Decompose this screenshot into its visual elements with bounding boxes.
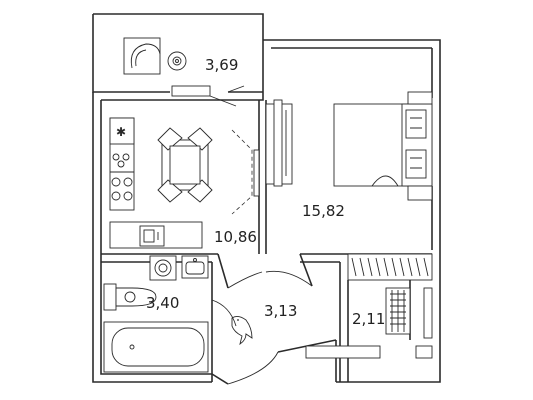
wardrobe bbox=[347, 253, 433, 281]
bedroom-furniture bbox=[265, 91, 433, 281]
toilet-icon bbox=[103, 283, 157, 311]
balcony-furniture bbox=[123, 37, 187, 75]
hallway-furniture bbox=[231, 315, 433, 359]
storage-area-label: 2,11 bbox=[352, 310, 385, 328]
doors bbox=[211, 253, 337, 385]
kitchen-area-label: 10,86 bbox=[214, 228, 257, 246]
svg-text:✱: ✱ bbox=[116, 125, 126, 139]
dining-table-icon bbox=[157, 127, 213, 203]
armchair-icon bbox=[123, 37, 161, 75]
sink-icon bbox=[139, 225, 165, 247]
balcony-door bbox=[171, 85, 245, 107]
dolphin-icon bbox=[231, 315, 253, 346]
storage-fixtures bbox=[385, 287, 433, 339]
sink-icon-bath bbox=[181, 255, 209, 279]
bedroom-area-label: 15,82 bbox=[302, 202, 345, 220]
outer-walls bbox=[92, 13, 441, 383]
bed-icon bbox=[333, 91, 433, 201]
bathtub-icon bbox=[103, 321, 209, 373]
fridge-icon bbox=[109, 117, 135, 145]
kitchen-furniture: ✱ bbox=[109, 117, 260, 249]
bathroom-area-label: 3,40 bbox=[146, 294, 179, 312]
stove-icon bbox=[110, 153, 134, 201]
bathroom-fixtures bbox=[103, 255, 209, 373]
hallway-area-label: 3,13 bbox=[264, 302, 297, 320]
balcony-area-label: 3,69 bbox=[205, 56, 238, 74]
